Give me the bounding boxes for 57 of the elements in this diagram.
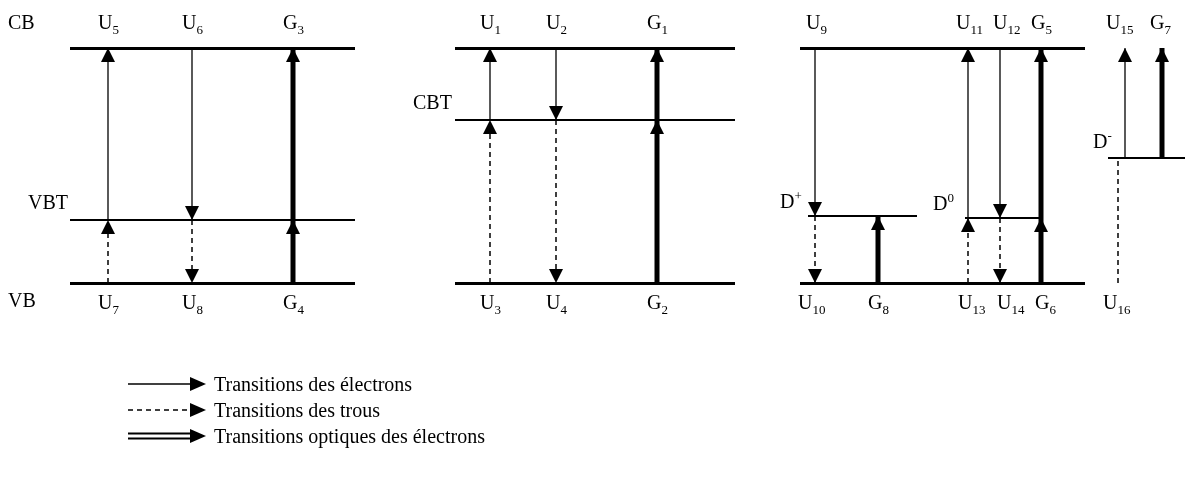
legend-text: Transitions des trous — [214, 398, 380, 422]
edge-label: U$_{10}$ — [798, 290, 826, 319]
level-label: VBT — [28, 190, 68, 214]
level-label: D$^{0}$ — [933, 189, 954, 215]
transition-arrow — [1034, 48, 1048, 218]
level-label: D$^{-}$ — [1093, 127, 1112, 153]
transition-arrow — [808, 47, 822, 217]
transition-arrow — [1118, 47, 1132, 159]
level-label: CBT — [413, 90, 452, 114]
edge-label: G$_{5}$ — [1031, 10, 1052, 39]
edge-label: U$_{2}$ — [546, 10, 567, 39]
transition-arrow — [185, 219, 199, 284]
edge-label: U$_{3}$ — [480, 290, 501, 319]
edge-label: U$_{14}$ — [997, 290, 1025, 319]
edge-label: U$_{1}$ — [480, 10, 501, 39]
transition-arrow — [101, 219, 115, 284]
transition-arrow — [483, 47, 497, 121]
edge-label: U$_{5}$ — [98, 10, 119, 39]
transition-arrow — [286, 48, 300, 220]
edge-label: G$_{3}$ — [283, 10, 304, 39]
level-label: CB — [8, 10, 35, 34]
transition-arrow — [808, 215, 822, 284]
edge-label: U$_{13}$ — [958, 290, 986, 319]
edge-label: G$_{6}$ — [1035, 290, 1056, 319]
transition-arrow — [1034, 218, 1048, 283]
transition-arrow — [101, 47, 115, 221]
transition-arrow — [185, 47, 199, 221]
transition-arrow — [650, 48, 664, 120]
edge-label: U$_{8}$ — [182, 290, 203, 319]
edge-label: U$_{6}$ — [182, 10, 203, 39]
transition-arrow — [993, 217, 1007, 284]
transition-arrow — [549, 119, 563, 284]
transition-arrow — [961, 217, 975, 284]
edge-label: G$_{8}$ — [868, 290, 889, 319]
edge-label: G$_{2}$ — [647, 290, 668, 319]
edge-label: G$_{4}$ — [283, 290, 304, 319]
transition-arrow — [286, 220, 300, 283]
edge-label: U$_{9}$ — [806, 10, 827, 39]
transition-arrow — [483, 119, 497, 284]
edge-label: U$_{4}$ — [546, 290, 567, 319]
legend-text: Transitions des électrons — [214, 372, 413, 396]
transition-arrow — [993, 47, 1007, 219]
transition-arrow — [1155, 48, 1169, 158]
transition-arrow — [871, 216, 885, 283]
transition-arrow — [549, 47, 563, 121]
edge-label: U$_{7}$ — [98, 290, 119, 319]
edge-label: U$_{15}$ — [1106, 10, 1134, 39]
edge-label: U$_{16}$ — [1103, 290, 1131, 319]
legend-text: Transitions optiques des électrons — [214, 424, 485, 448]
edge-label: U$_{12}$ — [993, 10, 1021, 39]
level-label: D$^{+}$ — [780, 187, 802, 213]
level-label: VB — [8, 288, 36, 312]
transition-arrow — [650, 120, 664, 283]
edge-label: G$_{7}$ — [1150, 10, 1171, 39]
edge-label: G$_{1}$ — [647, 10, 668, 39]
edge-label: U$_{11}$ — [956, 10, 983, 39]
transition-arrow — [961, 47, 975, 219]
